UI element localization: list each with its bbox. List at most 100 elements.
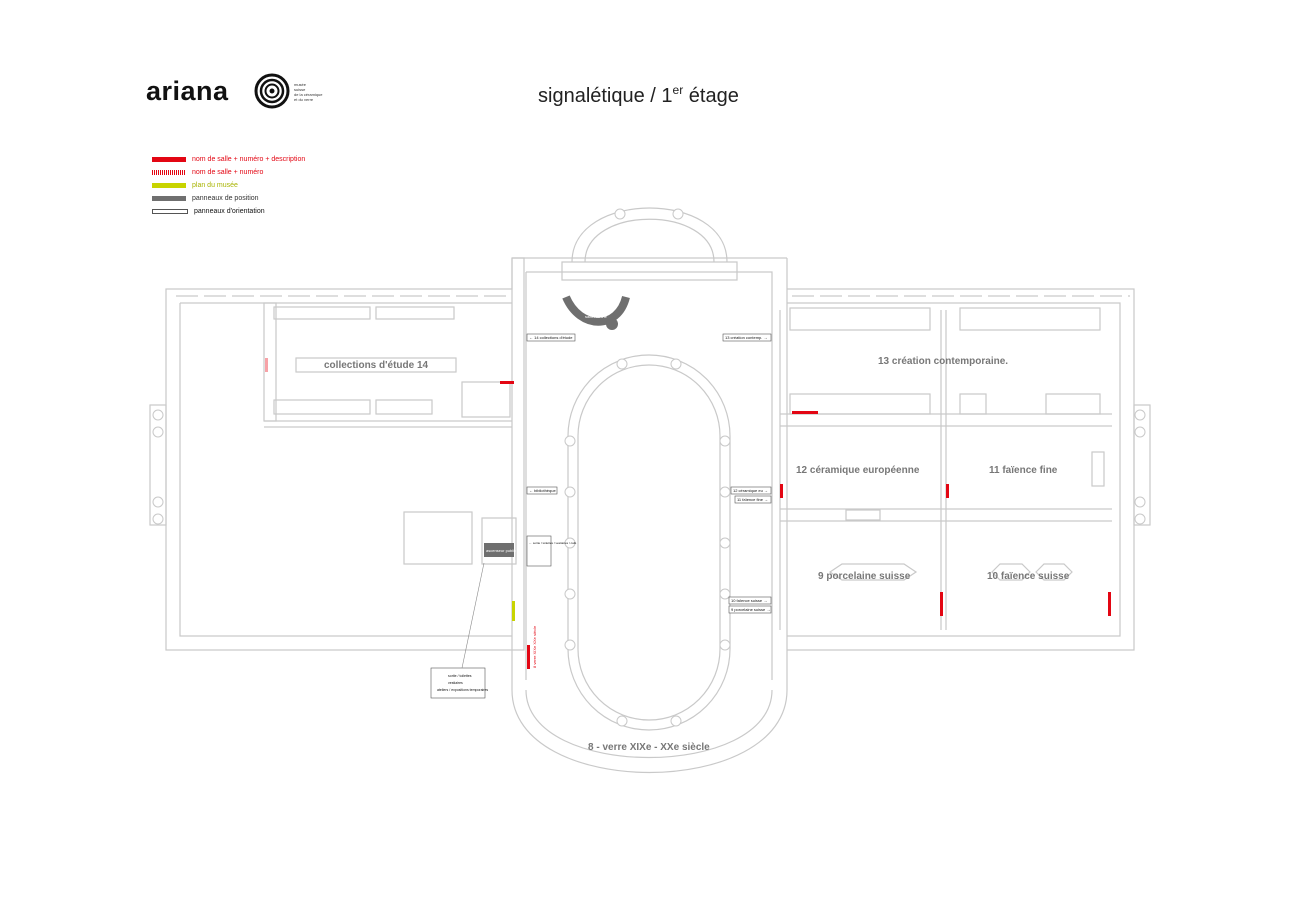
column [1134, 513, 1146, 525]
legend-swatch-outline [152, 209, 188, 214]
column [564, 486, 576, 498]
logo-sub-line: et du verre [294, 97, 314, 102]
room-sign-red [940, 592, 943, 616]
central-oval-outer [567, 354, 731, 731]
north-rotunda [571, 207, 728, 263]
elevator-shaft [481, 517, 517, 565]
room-label-14: collections d'étude 14 [324, 360, 429, 371]
column [1134, 496, 1146, 508]
orientation-sign-box [526, 535, 552, 567]
room-sign-red [780, 484, 783, 498]
column [719, 639, 731, 651]
room-label-10: 10 faïence suisse [987, 571, 1070, 582]
sign-sortie-label: ← sortie / toilettes / vestiaires / café [529, 541, 577, 545]
legend-swatch-yellow [152, 183, 186, 188]
column [152, 496, 164, 508]
title-main: signalétique / 1 [538, 85, 673, 107]
display-pedestal [828, 563, 918, 581]
west-wing-inner-wall [179, 302, 512, 637]
orientation-sign-box [730, 486, 772, 495]
room-sign-red [527, 645, 530, 669]
column [564, 435, 576, 447]
west-wing-wall [165, 257, 525, 651]
orientation-sign-box [526, 333, 576, 342]
salon-sign-label: salon du thé [585, 314, 608, 319]
display-case [845, 509, 881, 521]
museum-logo-spiral-icon [254, 73, 290, 109]
staircase-lower [403, 511, 473, 565]
orientation-sign-box [722, 333, 772, 342]
column [719, 486, 731, 498]
south-rotunda-inner [525, 689, 773, 758]
column [564, 639, 576, 651]
room-label-12: 12 céramique européenne [796, 465, 920, 476]
info-panel-box [430, 667, 486, 699]
room-label-8: 8 - verre XIXe - XXe siècle [588, 742, 710, 753]
room-sign-red [500, 381, 514, 384]
column [152, 513, 164, 525]
sign-porcelaine-label: 9 porcelaine suisse → [731, 607, 770, 612]
orientation-sign-box [526, 486, 558, 495]
legend-swatch-red-hatched [152, 170, 186, 175]
legend-item: plan du musée [152, 179, 305, 192]
sign-faience-fine-label: 11 faïence fine → [737, 497, 768, 502]
room-label-9: 9 porcelaine suisse [818, 571, 911, 582]
legend-item: nom de salle + numéro [152, 166, 305, 179]
sign-etude-label: ← 14 collections d'étude [529, 335, 573, 340]
room-sign-red [1108, 592, 1111, 616]
info-panel-line: sortie / toilettes [448, 674, 472, 678]
column [564, 537, 576, 549]
column [670, 358, 682, 370]
legend-swatch-red-solid [152, 157, 186, 162]
sign-creation-label: 13 création contemp. → [725, 335, 767, 340]
central-oval-inner [577, 364, 721, 721]
logo-sub-line: suisse [294, 87, 306, 92]
room-signs [265, 358, 1111, 669]
legend-swatch-grey [152, 196, 186, 201]
sign-ceramique-label: 12 céramique eu → [733, 488, 768, 493]
display-pedestal [991, 563, 1031, 581]
display-case [295, 357, 457, 373]
display-pedestal [1035, 563, 1073, 581]
column [719, 435, 731, 447]
legend-label: panneaux d'orientation [194, 208, 265, 215]
legend-label: nom de salle + numéro + description [192, 156, 306, 163]
logo-sub-line: musée [294, 82, 307, 87]
legend-label: nom de salle + numéro [192, 169, 264, 176]
orientation-sign-box [728, 596, 772, 605]
display-case [789, 393, 931, 415]
central-block-wall [511, 257, 788, 690]
legend-label: plan du musée [192, 182, 238, 189]
sign-ascenseur-label: ascenseur public [486, 548, 516, 553]
legend-item: panneaux d'orientation [152, 205, 305, 218]
title-end: étage [683, 85, 739, 107]
elevator-position-sign [484, 543, 514, 557]
display-case [1045, 393, 1101, 415]
room-label-11: 11 faïence fine [989, 465, 1058, 476]
column [616, 715, 628, 727]
salon-position-sign [562, 295, 630, 326]
column [152, 409, 164, 421]
info-panel-line: ateliers / expositions temporaires [437, 688, 488, 692]
sign-biblio-label: ← bibliothèque [529, 488, 556, 493]
south-rotunda [511, 689, 788, 773]
room-label-13: 13 création contemporaine. [878, 356, 1008, 367]
leader-line [461, 562, 485, 669]
column [719, 588, 731, 600]
title-superscript: er [672, 83, 684, 97]
column [719, 537, 731, 549]
display-case [959, 307, 1101, 331]
orientation-sign-box [734, 495, 772, 504]
museum-plan-sign [512, 601, 515, 621]
display-case [375, 399, 433, 415]
display-case [273, 306, 371, 320]
legend: nom de salle + numéro + description nom … [152, 153, 305, 218]
column [616, 358, 628, 370]
logo-sub-line: de la céramique [294, 92, 323, 97]
orientation-sign-box [728, 605, 772, 614]
column [672, 208, 684, 220]
column [152, 426, 164, 438]
column [1134, 409, 1146, 421]
column [614, 208, 626, 220]
